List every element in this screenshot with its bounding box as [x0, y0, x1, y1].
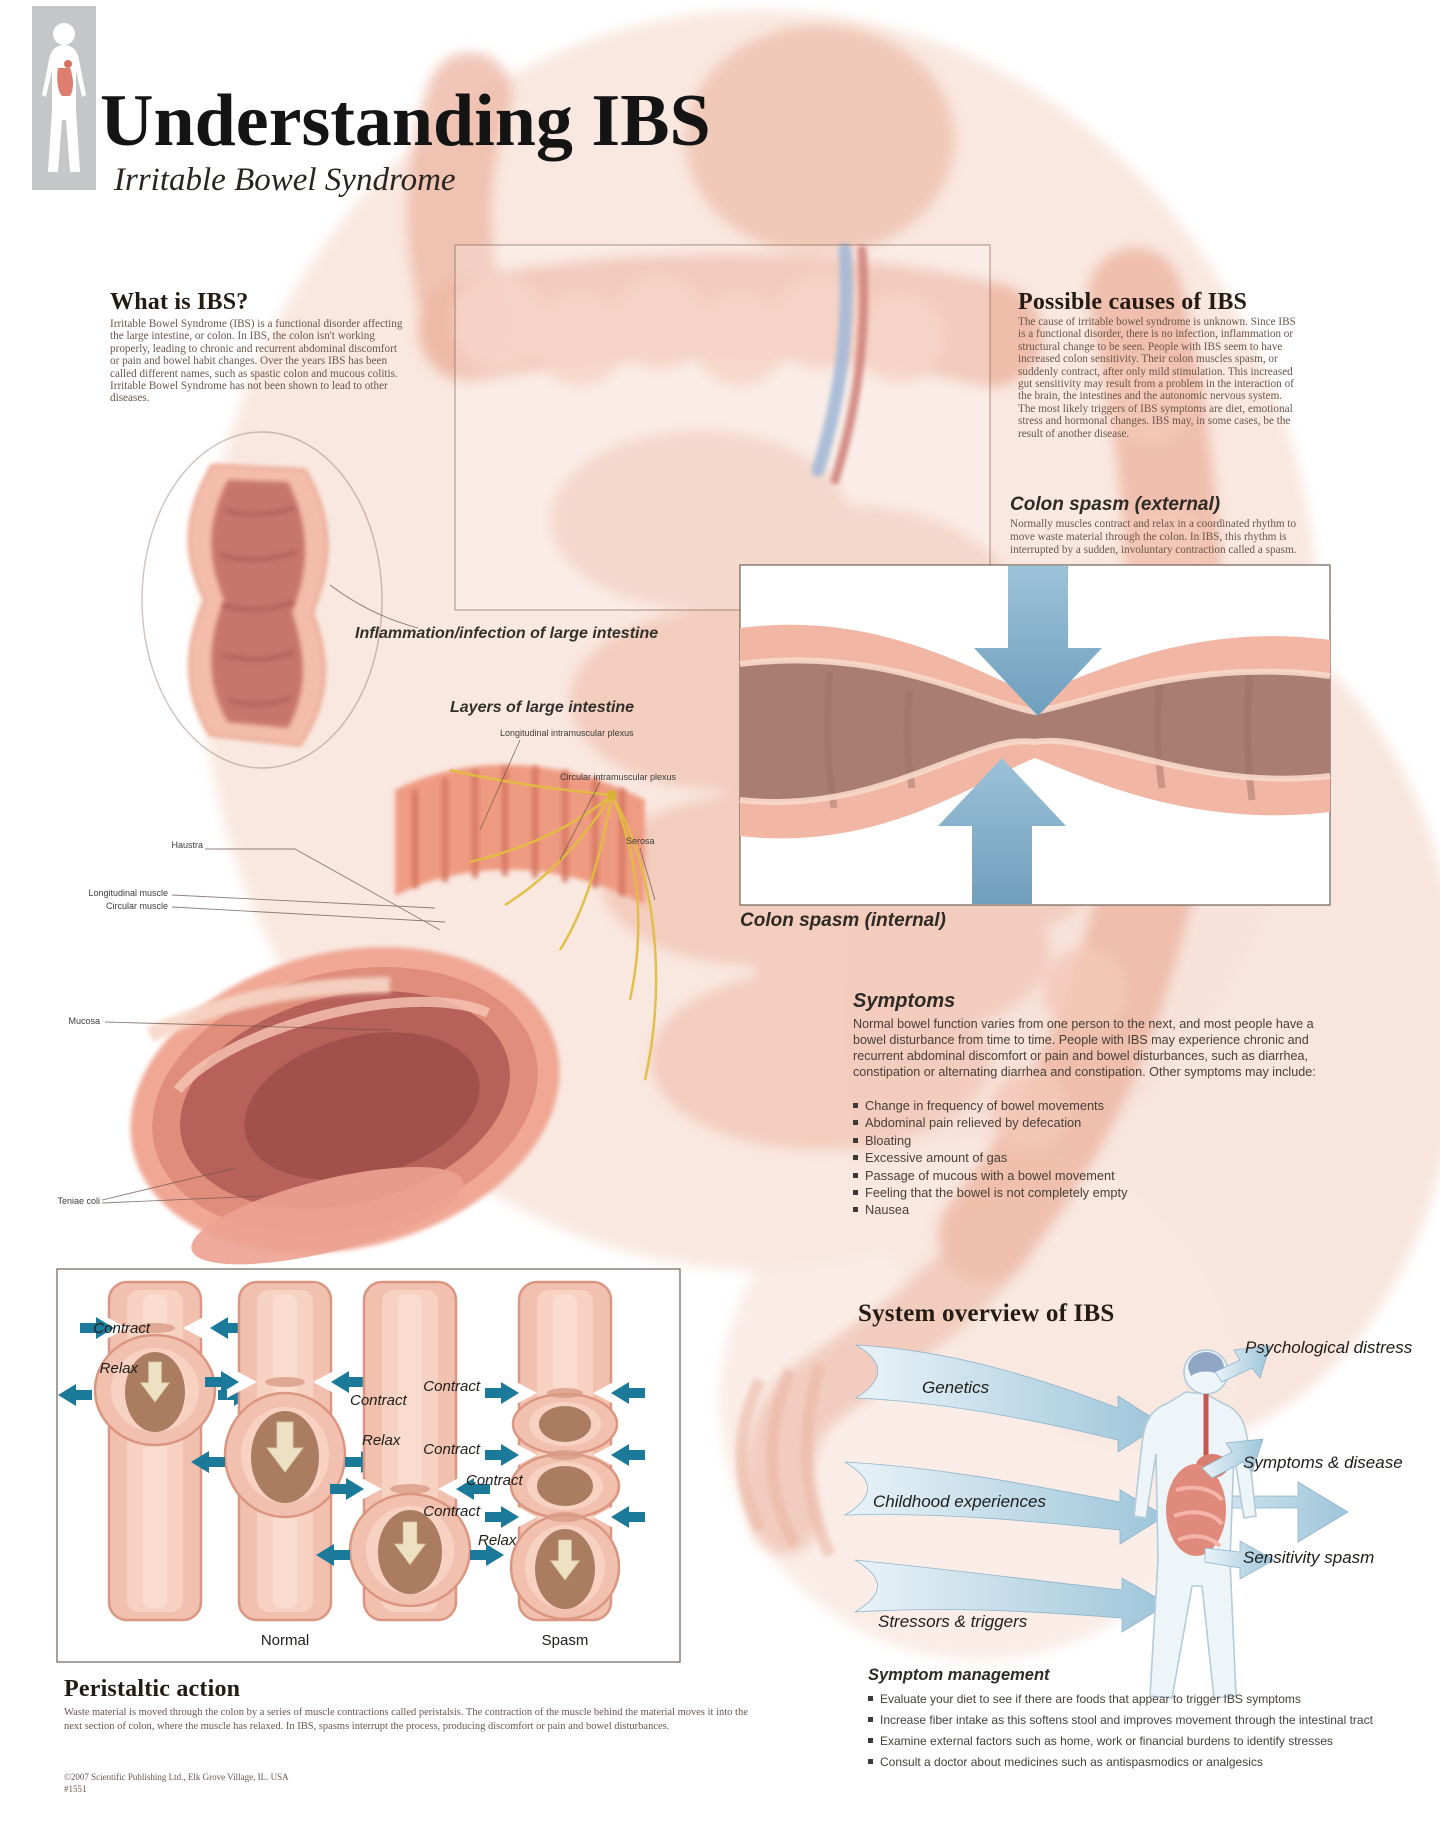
peristalsis-tube-normal-2 [191, 1280, 379, 1622]
nerve-plexus-lines [449, 768, 658, 1081]
inflammation-label: Inflammation/infection of large intestin… [355, 625, 659, 642]
sensitivity-spasm-label: Sensitivity spasm [1243, 1548, 1375, 1567]
contract-label: Contract [350, 1392, 407, 1409]
contract-label: Contract [423, 1503, 480, 1520]
teniae-coli-label: Teniae coli [57, 1196, 100, 1206]
colon-spasm-external-body: Normally muscles contract and relax in a… [1010, 518, 1297, 557]
management-item: Increase fiber intake as this softens st… [880, 1713, 1373, 1727]
stressors-triggers-label: Stressors & triggers [878, 1612, 1028, 1631]
symptom-item: Feeling that the bowel is not completely… [865, 1184, 1128, 1200]
system-overview-heading: System overview of IBS [858, 1300, 1115, 1327]
colon-icon [57, 68, 73, 96]
bullet-square-icon [868, 1759, 873, 1764]
relax-label: Relax [99, 1360, 138, 1377]
management-item: Examine external factors such as home, w… [880, 1734, 1333, 1748]
genetics-arrow [854, 1344, 1163, 1453]
bullet-square-icon [853, 1155, 858, 1161]
management-item: Consult a doctor about medicines such as… [880, 1755, 1263, 1769]
what-is-ibs-heading: What is IBS? [110, 289, 249, 315]
bullet-square-icon [853, 1172, 858, 1178]
colon-spasm-internal-label: Colon spasm (internal) [740, 910, 946, 931]
contract-label: Contract [93, 1320, 150, 1337]
brain-icon [1188, 1352, 1224, 1376]
symptoms-intro: Normal bowel function varies from one pe… [853, 1017, 1316, 1079]
psychological-arrow [1214, 1345, 1271, 1383]
possible-causes-heading: Possible causes of IBS [1018, 289, 1248, 315]
page-title: Understanding IBS [100, 80, 711, 162]
spasm-label: Spasm [541, 1632, 589, 1649]
bullet-square-icon [868, 1738, 873, 1743]
symptoms-bullet-list: Change in frequency of bowel movements A… [853, 1098, 1333, 1220]
serosa-label: Serosa [626, 836, 655, 846]
peristaltic-action-body: Waste material is moved through the colo… [64, 1707, 748, 1732]
logo-human-figure [32, 6, 96, 190]
genetics-label: Genetics [922, 1378, 990, 1397]
bullet-square-icon [853, 1189, 858, 1195]
longitudinal-muscle-label: Longitudinal muscle [88, 888, 168, 898]
system-overview-figure [843, 1344, 1349, 1699]
contract-label: Contract [466, 1472, 523, 1489]
possible-causes-body: The cause of irritable bowel syndrome is… [1018, 316, 1296, 440]
peristalsis-tube-normal-3 [316, 1280, 504, 1622]
childhood-experiences-label: Childhood experiences [873, 1492, 1046, 1511]
symptom-item: Passage of mucous with a bowel movement [865, 1167, 1115, 1183]
up-arrow-icon [938, 758, 1066, 904]
symptom-management-list: Evaluate your diet to see if there are f… [868, 1692, 1428, 1776]
circular-muscle-label: Circular muscle [105, 901, 168, 911]
label-leader-lines [101, 584, 656, 1204]
inflamed-colon-section [141, 431, 383, 769]
bullet-square-icon [853, 1103, 858, 1108]
bullet-square-icon [853, 1137, 858, 1143]
peristalsis-diagram [56, 1268, 681, 1663]
intestine-layers-cutaway [130, 764, 658, 1265]
contract-label: Contract [423, 1378, 480, 1395]
relax-label: Relax [478, 1532, 517, 1549]
symptoms-arrow [1201, 1438, 1264, 1479]
longitudinal-plexus-label: Longitudinal intramuscular plexus [500, 728, 634, 738]
management-item: Evaluate your diet to see if there are f… [880, 1692, 1301, 1706]
rectal-tissue-art [735, 1363, 836, 1558]
bullet-square-icon [853, 1120, 858, 1126]
layers-label: Layers of large intestine [450, 699, 635, 716]
contract-label: Contract [423, 1441, 480, 1458]
symptom-item: Change in frequency of bowel movements [865, 1098, 1105, 1113]
peristaltic-action-heading: Peristaltic action [64, 1676, 241, 1702]
symptom-item: Abdominal pain relieved by defecation [865, 1115, 1082, 1131]
symptom-management-heading: Symptom management [868, 1666, 1050, 1684]
childhood-arrow [843, 1461, 1166, 1545]
down-arrow-icon [974, 566, 1102, 716]
colon-spasm-external-heading: Colon spasm (external) [1010, 494, 1221, 515]
peristalsis-tube-normal-1 [58, 1280, 252, 1622]
bullet-square-icon [868, 1717, 873, 1722]
bullet-square-icon [853, 1207, 858, 1213]
relax-label: Relax [362, 1432, 401, 1449]
psychological-distress-label: Psychological distress [1245, 1338, 1413, 1357]
what-is-ibs-body: Irritable Bowel Syndrome (IBS) is a func… [110, 318, 403, 405]
symptom-item: Bloating [865, 1132, 912, 1148]
item-number: #1551 [64, 1784, 87, 1794]
symptoms-disease-label: Symptoms & disease [1243, 1453, 1403, 1472]
copyright-text: ©2007 Scientific Publishing Ltd., Elk Gr… [64, 1772, 289, 1782]
symptoms-heading: Symptoms [853, 990, 956, 1012]
inflammation-region-frame [454, 244, 991, 611]
colon-spasm-diagram [739, 564, 1331, 906]
peristalsis-tube-spasm [485, 1280, 645, 1622]
haustra-label: Haustra [171, 840, 203, 850]
normal-label: Normal [260, 1632, 310, 1649]
sensitivity-arrow [1204, 1540, 1275, 1580]
page-subtitle: Irritable Bowel Syndrome [114, 162, 456, 198]
mesenteric-vessels [811, 243, 869, 485]
circular-plexus-label: Circular intramuscular plexus [560, 772, 677, 782]
colon-ring-opening [130, 947, 560, 1265]
bullet-square-icon [868, 1696, 873, 1701]
symptom-item: Excessive amount of gas [865, 1150, 1008, 1166]
stressors-arrow [854, 1559, 1169, 1633]
mucosa-label: Mucosa [68, 1016, 100, 1026]
symptom-item: Nausea [865, 1202, 910, 1218]
